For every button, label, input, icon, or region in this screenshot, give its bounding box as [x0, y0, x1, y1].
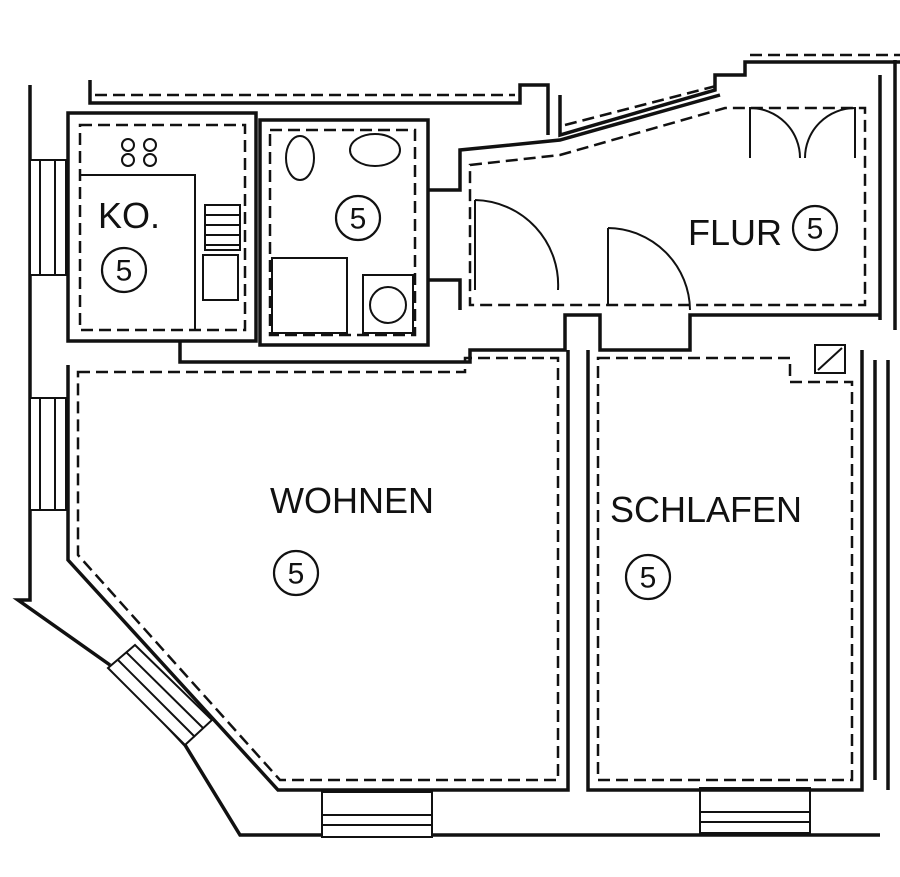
room-bedroom: SCHLAFEN 5 — [586, 344, 864, 792]
bedroom-number-circle — [624, 553, 672, 601]
hall-number: 5 — [807, 213, 824, 246]
room-bath: 5 — [258, 118, 430, 347]
bath-number-circle — [334, 194, 382, 242]
toilet-icon — [285, 135, 315, 181]
dashed-line-top-right — [564, 83, 721, 127]
hall-label: FLUR — [688, 212, 782, 253]
kitchen-label: KO. — [98, 195, 160, 236]
living-number: 5 — [288, 558, 305, 591]
wall-bath-corner — [428, 278, 462, 310]
washing-machine-icon — [362, 274, 414, 334]
room-living: WOHNEN 5 — [66, 350, 570, 792]
door-icon — [474, 199, 691, 311]
wall-right — [873, 360, 890, 790]
window-left-1 — [29, 159, 67, 276]
room-kitchen: KO. 5 — [66, 111, 258, 343]
sink-icon — [202, 254, 239, 301]
living-number-circle — [272, 549, 320, 597]
living-label: WOHNEN — [270, 480, 434, 521]
bath-number: 5 — [350, 203, 367, 236]
window-bottom-2 — [699, 787, 811, 834]
wall-hall-bottom — [178, 313, 880, 364]
kitchen-number: 5 — [116, 255, 133, 288]
shaft-icon — [814, 344, 846, 374]
kitchen-number-circle — [100, 246, 148, 294]
stove-icon — [121, 138, 157, 167]
hall-number-circle — [791, 204, 839, 252]
shower-icon — [271, 257, 348, 334]
double-door-icon — [749, 106, 856, 159]
room-hall: FLUR 5 — [468, 106, 867, 311]
washbasin-icon — [349, 133, 401, 167]
bedroom-label: SCHLAFEN — [610, 489, 802, 530]
window-left-2 — [29, 397, 67, 511]
wall-hall-top — [428, 93, 721, 192]
radiator-icon — [204, 204, 241, 251]
bedroom-number: 5 — [640, 562, 657, 595]
